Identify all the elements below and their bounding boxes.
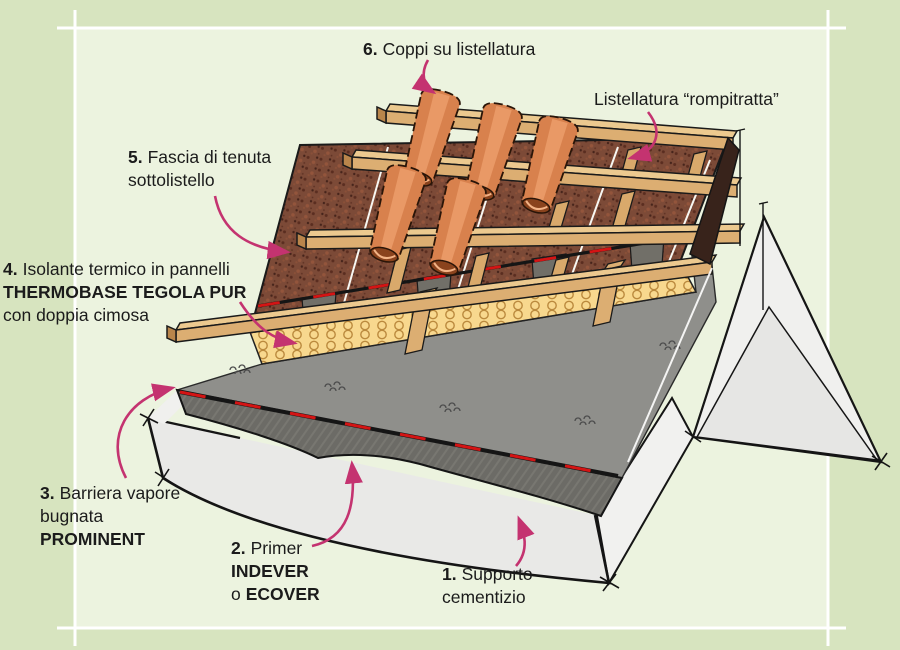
callout-product-name: ECOVER [245, 584, 320, 604]
arrow-isolante [238, 301, 298, 349]
callout-product-name: THERMOBASE TEGOLA PUR [3, 282, 247, 302]
callout-product-name: INDEVER [231, 561, 309, 581]
arrow-barriera [116, 383, 176, 479]
barrier-fold-over-edge [175, 388, 624, 518]
callout-text: o [231, 584, 241, 604]
callout-1-supporto: 1.Supporto cementizio [442, 563, 533, 609]
arrow-fascia [213, 195, 291, 260]
batten-row-3 [296, 223, 746, 251]
vertical-reference-lines [735, 128, 769, 310]
arrow-coppi [411, 59, 437, 95]
panel-assembly-side-face [627, 136, 740, 463]
callout-product-name: PROMINENT [40, 529, 145, 549]
callout-number: 6. [363, 39, 378, 59]
callout-text: Primer [250, 538, 303, 558]
callout-text: cementizio [442, 587, 526, 607]
callout-text: Listellatura “rompitratta” [594, 89, 779, 109]
callout-6-coppi: 6.Coppi su listellatura [363, 38, 535, 61]
callout-4-isolante: 4.Isolante termico in pannelli THERMOBAS… [3, 258, 246, 327]
callout-text: bugnata [40, 506, 104, 526]
callout-number: 1. [442, 564, 457, 584]
callout-text: Isolante termico in pannelli [22, 259, 230, 279]
callout-text: Supporto [461, 564, 533, 584]
callout-listellatura-rompitratta: Listellatura “rompitratta” [594, 88, 779, 111]
roof-slope-triangle [691, 214, 883, 464]
callout-3-barriera: 3.Barriera vapore bugnata PROMINENT [40, 482, 180, 551]
arrow-supporto [514, 515, 535, 567]
callout-number: 5. [128, 147, 143, 167]
callout-number: 3. [40, 483, 55, 503]
callout-text: Barriera vapore [59, 483, 181, 503]
callout-text: con doppia cimosa [3, 305, 149, 325]
arrow-primer [311, 460, 363, 548]
corner-ticks [139, 408, 891, 592]
callout-number: 4. [3, 259, 18, 279]
barrier-adhesive-seam [179, 390, 619, 478]
callout-5-fascia: 5.Fascia di tenuta sottolistello [128, 146, 271, 192]
batten-row-4 [166, 254, 718, 344]
arrow-rompitratta [627, 111, 658, 162]
callout-text: sottolistello [128, 170, 215, 190]
callout-text: Fascia di tenuta [147, 147, 272, 167]
callout-arrows [116, 59, 658, 567]
callout-number: 2. [231, 538, 246, 558]
frame-lines [57, 10, 846, 646]
concrete-slab [146, 390, 695, 586]
callout-text: Coppi su listellatura [382, 39, 536, 59]
